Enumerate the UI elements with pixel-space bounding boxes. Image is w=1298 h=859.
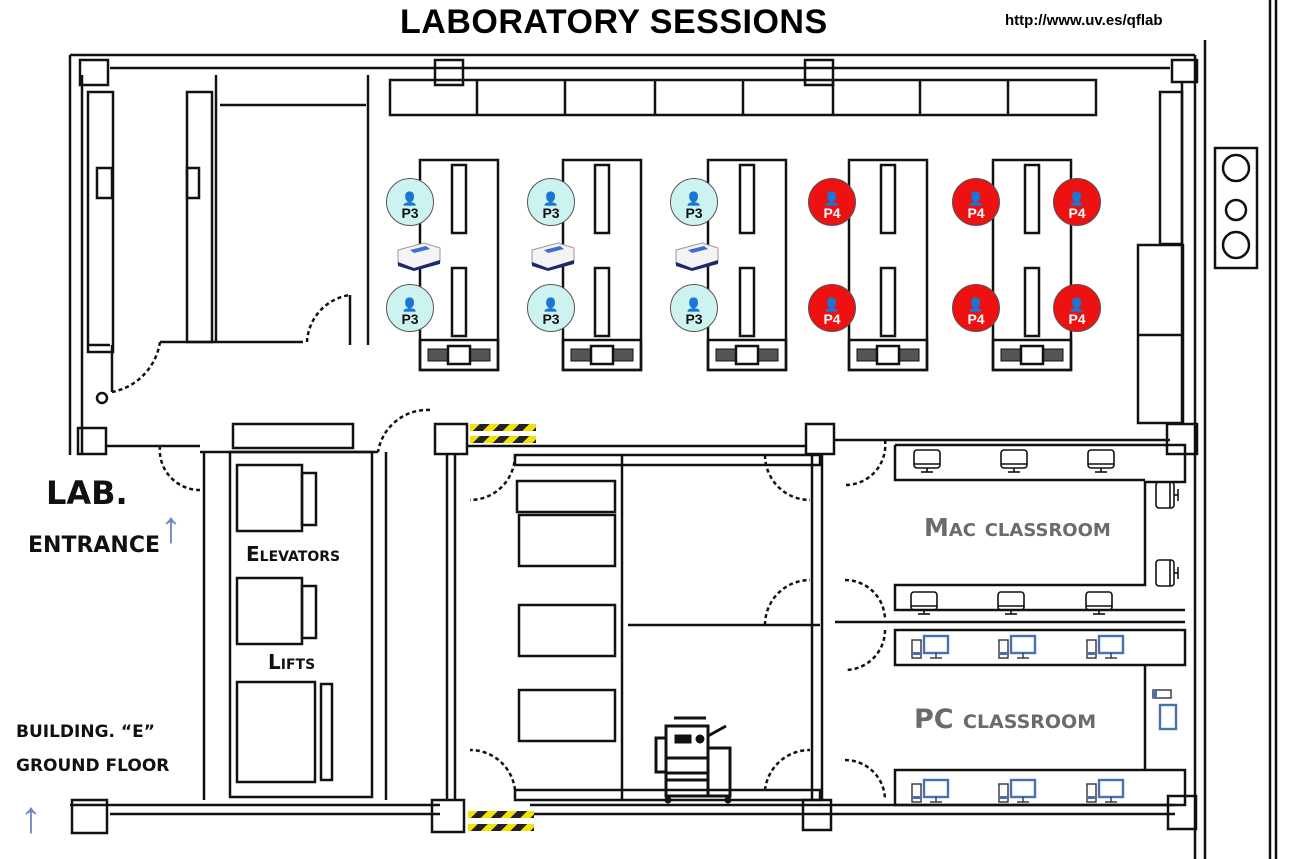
imac-icon: [1155, 559, 1179, 587]
mac-classroom-label: Mac classroom: [924, 513, 1111, 542]
pc-classroom-label: PC classroom: [914, 704, 1097, 735]
mac-computers: [910, 449, 1179, 615]
building-label: BUILDING. “E”: [16, 722, 155, 742]
pc-icon: [998, 778, 1037, 803]
entrance-arrow-icon: ↑: [160, 503, 182, 552]
male-researcher-icon: 👤: [542, 297, 560, 312]
station-level-label: P4: [1068, 311, 1086, 327]
lab-benches: [418, 158, 1073, 372]
female-researcher-icon: 👤: [685, 297, 703, 312]
female-researcher-icon: 👤: [823, 191, 841, 206]
imac-icon: [1085, 591, 1113, 615]
hazard-stripe: [468, 824, 534, 831]
female-researcher-icon: 👤: [401, 297, 419, 312]
outer-walls: [68, 0, 1278, 859]
imac-icon: [1155, 481, 1179, 509]
station-level-label: P4: [1068, 205, 1086, 221]
spectrophotometer-icon: [672, 240, 722, 271]
pc-icon: [1086, 778, 1125, 803]
station-badge-p4[interactable]: 👤P4: [808, 284, 856, 332]
building-arrow-icon: ↑: [20, 793, 42, 842]
station-badge-p3[interactable]: 👤P3: [670, 178, 718, 226]
imac-icon: [913, 449, 941, 473]
station-level-label: P3: [401, 311, 419, 327]
female-researcher-icon: 👤: [967, 297, 985, 312]
male-researcher-icon: 👤: [823, 297, 841, 312]
station-badge-p4[interactable]: 👤P4: [952, 178, 1000, 226]
male-researcher-icon: 👤: [685, 191, 703, 206]
entrance-label: ENTRANCE: [28, 533, 160, 558]
pc-icon: [911, 634, 950, 659]
station-badge-p3[interactable]: 👤P3: [386, 284, 434, 332]
pc-computers: [911, 634, 1178, 803]
right-hoods: [1136, 82, 1259, 425]
hazard-stripe: [470, 424, 536, 431]
pc-icon: [911, 778, 950, 803]
male-researcher-icon: 👤: [967, 191, 985, 206]
spectrophotometer-icon: [528, 240, 578, 271]
spectrophotometer-icon: [394, 240, 444, 271]
hazard-stripe: [470, 436, 536, 443]
copier-icon: [654, 716, 732, 804]
station-level-label: P3: [542, 311, 560, 327]
male-researcher-icon: 👤: [1068, 297, 1086, 312]
imac-icon: [1000, 449, 1028, 473]
imac-icon: [997, 591, 1025, 615]
station-badge-p4[interactable]: 👤P4: [808, 178, 856, 226]
lifts-label: Lifts: [268, 650, 316, 674]
imac-icon: [910, 591, 938, 615]
pc-icon: [998, 634, 1037, 659]
website-url[interactable]: http://www.uv.es/qflab: [1005, 12, 1163, 29]
station-level-label: P3: [401, 205, 419, 221]
station-badge-p4[interactable]: 👤P4: [1053, 284, 1101, 332]
page-title: LABORATORY SESSIONS: [400, 3, 828, 41]
station-level-label: P4: [823, 311, 841, 327]
hazard-stripe: [468, 811, 534, 818]
left-offices: [86, 75, 370, 405]
station-badge-p3[interactable]: 👤P3: [386, 178, 434, 226]
station-level-label: P3: [542, 205, 560, 221]
imac-icon: [1087, 449, 1115, 473]
station-badge-p4[interactable]: 👤P4: [952, 284, 1000, 332]
classrooms: [835, 439, 1187, 807]
elevator-block: [202, 450, 388, 800]
station-badge-p3[interactable]: 👤P3: [670, 284, 718, 332]
pc-icon: [1152, 689, 1178, 731]
female-researcher-icon: 👤: [542, 191, 560, 206]
station-level-label: P4: [967, 311, 985, 327]
station-badge-p3[interactable]: 👤P3: [527, 178, 575, 226]
pc-icon: [1086, 634, 1125, 659]
floor-label: GROUND FLOOR: [16, 756, 170, 776]
female-researcher-icon: 👤: [1068, 191, 1086, 206]
station-level-label: P4: [823, 205, 841, 221]
station-level-label: P4: [967, 205, 985, 221]
elevators-label: Elevators: [246, 542, 341, 566]
lab-label: LAB.: [46, 474, 128, 512]
station-level-label: P3: [685, 205, 703, 221]
station-badge-p3[interactable]: 👤P3: [527, 284, 575, 332]
male-researcher-icon: 👤: [401, 191, 419, 206]
central-rooms: [445, 453, 824, 802]
top-counter: [388, 78, 1098, 117]
station-level-label: P3: [685, 311, 703, 327]
station-badge-p4[interactable]: 👤P4: [1053, 178, 1101, 226]
